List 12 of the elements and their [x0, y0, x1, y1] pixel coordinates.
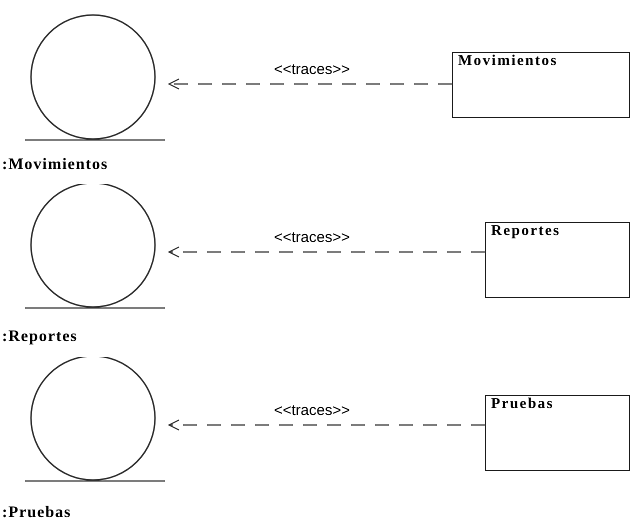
entity-name: :Movimientos [2, 156, 108, 174]
entity-name: Reportes [491, 223, 560, 240]
class-box [485, 222, 630, 298]
entity-name: :Reportes [2, 328, 78, 346]
entity-name: Pruebas [491, 396, 554, 413]
entity-name: :Pruebas [2, 504, 72, 522]
dependency-arrow [168, 419, 485, 431]
class-box [485, 395, 630, 471]
dependency-arrow [168, 246, 485, 258]
dependency-arrow [168, 78, 452, 90]
class-box [452, 52, 630, 118]
entity-name: Movimientos [458, 53, 558, 70]
